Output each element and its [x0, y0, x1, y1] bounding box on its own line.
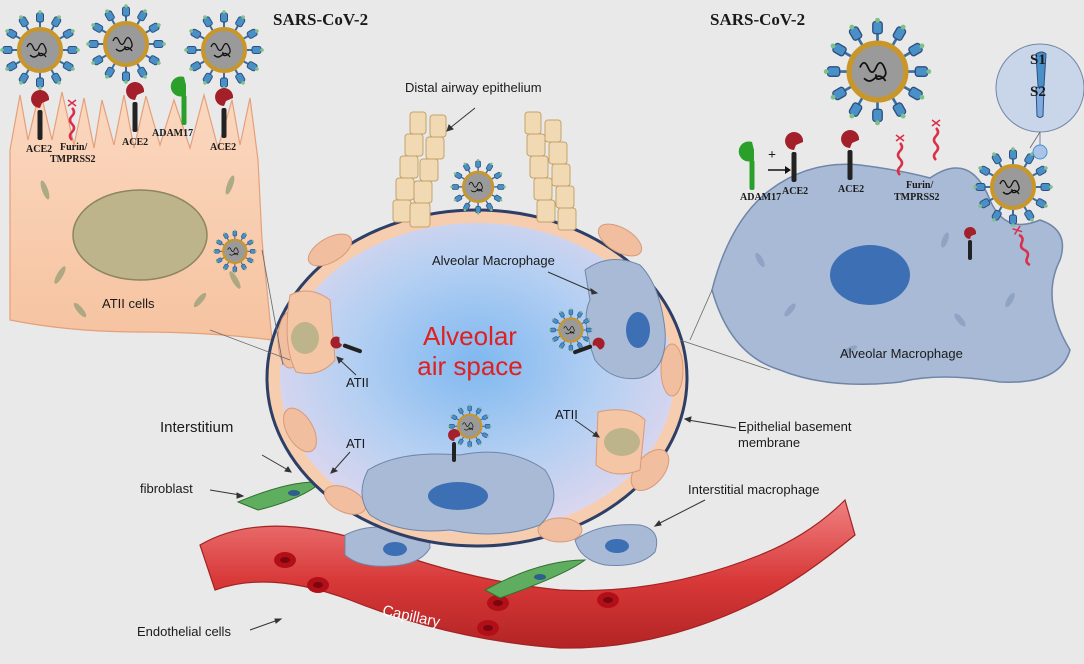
- atii-cells-label: ATII cells: [102, 296, 155, 311]
- s1-label: S1: [1030, 52, 1046, 68]
- adam17-label: ADAM17: [152, 128, 194, 139]
- red-blood-cell-icon: [597, 592, 619, 608]
- virus-icon: [86, 4, 166, 84]
- red-blood-cell-icon: [307, 577, 329, 593]
- virus-icon: [0, 10, 80, 90]
- red-blood-cell-icon: [274, 552, 296, 568]
- virus-icon: [824, 18, 931, 125]
- alveolus: [213, 159, 689, 548]
- ace2-label: ACE2: [210, 142, 237, 153]
- alveolar-air-space-label: Alveolar: [423, 321, 517, 351]
- ace2-label: ACE2: [782, 186, 809, 197]
- pointer-arrows: [209, 107, 737, 631]
- furin-protease-icon: [930, 118, 942, 162]
- atii-label: ATII: [346, 375, 369, 390]
- red-blood-cell-icon: [477, 620, 499, 636]
- virus-icon: [450, 159, 506, 215]
- interstitium-label: Interstitium: [160, 419, 234, 436]
- s2-label: S2: [1030, 84, 1046, 100]
- fibroblast-label: fibroblast: [140, 481, 193, 496]
- plus-sign: +: [768, 148, 776, 163]
- virus-label-left: SARS-CoV-2: [273, 10, 369, 29]
- ace2-label: ACE2: [838, 184, 865, 195]
- epithelial-bm-label-2: membrane: [738, 435, 801, 450]
- ace2-label: ACE2: [122, 137, 149, 148]
- ace2-label: ACE2: [26, 144, 53, 155]
- furin-label: Furin/: [906, 180, 934, 191]
- fibroblast-cell: [483, 559, 587, 599]
- alveolar-macrophage-cell: [584, 259, 666, 380]
- distal-airway-label: Distal airway epithelium: [405, 80, 542, 95]
- alveolar-macrophage-zoom: [711, 18, 1084, 385]
- furin-label: Furin/: [60, 142, 88, 153]
- fibroblast-cell: [236, 481, 324, 511]
- distal-airway-epithelium: [392, 111, 577, 231]
- atii-nucleus: [72, 189, 208, 281]
- furin-protease-icon: [894, 133, 906, 177]
- connector-lines: [209, 131, 1041, 371]
- alveolar-air-space-label-2: air space: [417, 351, 523, 381]
- tmprss2-label: TMPRSS2: [894, 192, 940, 203]
- virus-label-right: SARS-CoV-2: [710, 10, 806, 29]
- adam17-icon: [738, 141, 755, 190]
- atii-cell-zoom: [0, 4, 273, 341]
- alveolar-macrophage-label: Alveolar Macrophage: [432, 253, 555, 268]
- epithelial-bm-label: Epithelial basement: [738, 419, 852, 434]
- adam17-label: ADAM17: [740, 192, 782, 203]
- interstitial-macrophage-label: Interstitial macrophage: [688, 482, 820, 497]
- endothelial-cells-label: Endothelial cells: [137, 624, 231, 639]
- virus-icon: [184, 10, 264, 90]
- ati-label: ATI: [346, 436, 366, 451]
- tmprss2-label: TMPRSS2: [50, 154, 96, 165]
- atii-label: ATII: [555, 407, 578, 422]
- alveolar-macrophage-label: Alveolar Macrophage: [840, 346, 963, 361]
